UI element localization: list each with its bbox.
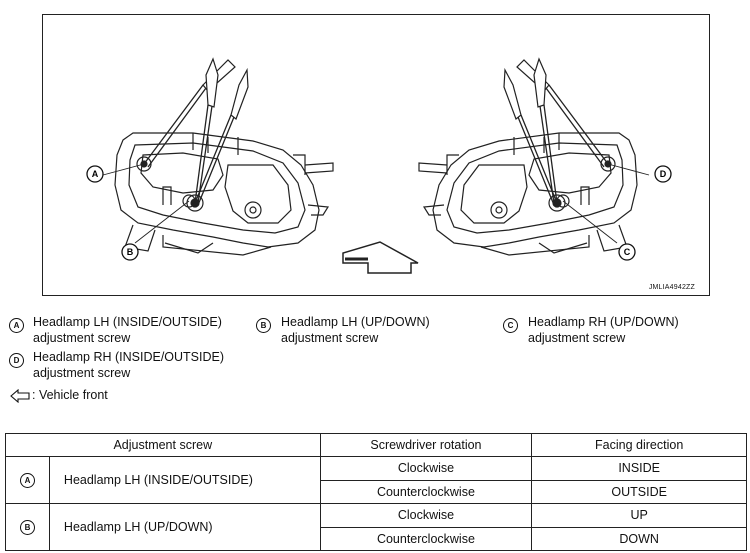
legend-d-line1: Headlamp RH (INSIDE/OUTSIDE) — [33, 350, 225, 364]
headlamp-rh-drawing — [418, 57, 650, 256]
adjustment-table: Adjustment screw Screwdriver rotation Fa… — [5, 433, 747, 551]
table-row: Counterclockwise OUTSIDE — [6, 479, 747, 504]
callout-d: D — [660, 169, 667, 179]
callout-b: B — [127, 247, 134, 257]
row-b-rotation-1: Clockwise — [319, 503, 533, 528]
callout-a: A — [92, 169, 99, 179]
row-a-letter-cell: A — [5, 456, 50, 504]
vehicle-front-arrow-figure — [342, 241, 419, 274]
callout-c: C — [624, 247, 631, 257]
legend-d-line2: adjustment screw — [33, 366, 131, 380]
row-a-rotation-2: Counterclockwise — [319, 479, 533, 504]
table-header-row: Adjustment screw Screwdriver rotation Fa… — [5, 433, 747, 457]
row-b-rotation-2: Counterclockwise — [319, 526, 533, 551]
legend-d-letter: D — [9, 353, 24, 368]
row-a-letter: A — [19, 473, 35, 488]
headlamp-lh-drawing — [102, 57, 334, 256]
header-facing-direction: Facing direction — [531, 433, 747, 457]
row-b-screw: Headlamp LH (UP/DOWN) — [48, 503, 321, 551]
row-b-letter-cell: B — [5, 503, 50, 551]
row-a-rotation-1: Clockwise — [319, 456, 533, 481]
table-row: B Headlamp LH (UP/DOWN) Clockwise UP — [5, 503, 747, 551]
vehicle-front-label: : Vehicle front — [32, 388, 108, 402]
legend-c-line1: Headlamp RH (UP/DOWN) — [528, 315, 679, 329]
row-a-direction-2: OUTSIDE — [531, 479, 747, 504]
legend-a-letter: A — [9, 318, 24, 333]
legend-b-line2: adjustment screw — [281, 331, 379, 345]
row-b-direction-2: DOWN — [531, 526, 747, 551]
table-row: Counterclockwise DOWN — [6, 526, 747, 551]
legend-c-letter: C — [503, 318, 518, 333]
header-adjustment-screw: Adjustment screw — [5, 433, 321, 457]
callout-c-circle — [618, 243, 636, 261]
table-row: A Headlamp LH (INSIDE/OUTSIDE) Clockwise… — [5, 456, 747, 504]
legend-b-letter: B — [256, 318, 271, 333]
header-screwdriver-rotation: Screwdriver rotation — [319, 433, 533, 457]
vehicle-front-arrow-icon — [10, 389, 30, 403]
row-b-direction-1: UP — [531, 503, 747, 528]
callout-d-circle — [654, 165, 672, 183]
callout-b-circle — [121, 243, 139, 261]
headlamp-adjustment-figure: A B C D JMLIA4942ZZ — [42, 14, 710, 296]
legend-b-line1: Headlamp LH (UP/DOWN) — [281, 315, 430, 329]
figure-code: JMLIA4942ZZ — [648, 284, 695, 291]
headlamp-drawing: A B C D — [86, 57, 672, 274]
row-b-letter: B — [19, 520, 35, 535]
row-a-direction-1: INSIDE — [531, 456, 747, 481]
legend-a-line2: adjustment screw — [33, 331, 131, 345]
row-a-screw: Headlamp LH (INSIDE/OUTSIDE) — [48, 456, 321, 504]
legend-c-line2: adjustment screw — [528, 331, 626, 345]
callout-a-circle — [86, 165, 104, 183]
legend-a-line1: Headlamp LH (INSIDE/OUTSIDE) — [33, 315, 222, 329]
